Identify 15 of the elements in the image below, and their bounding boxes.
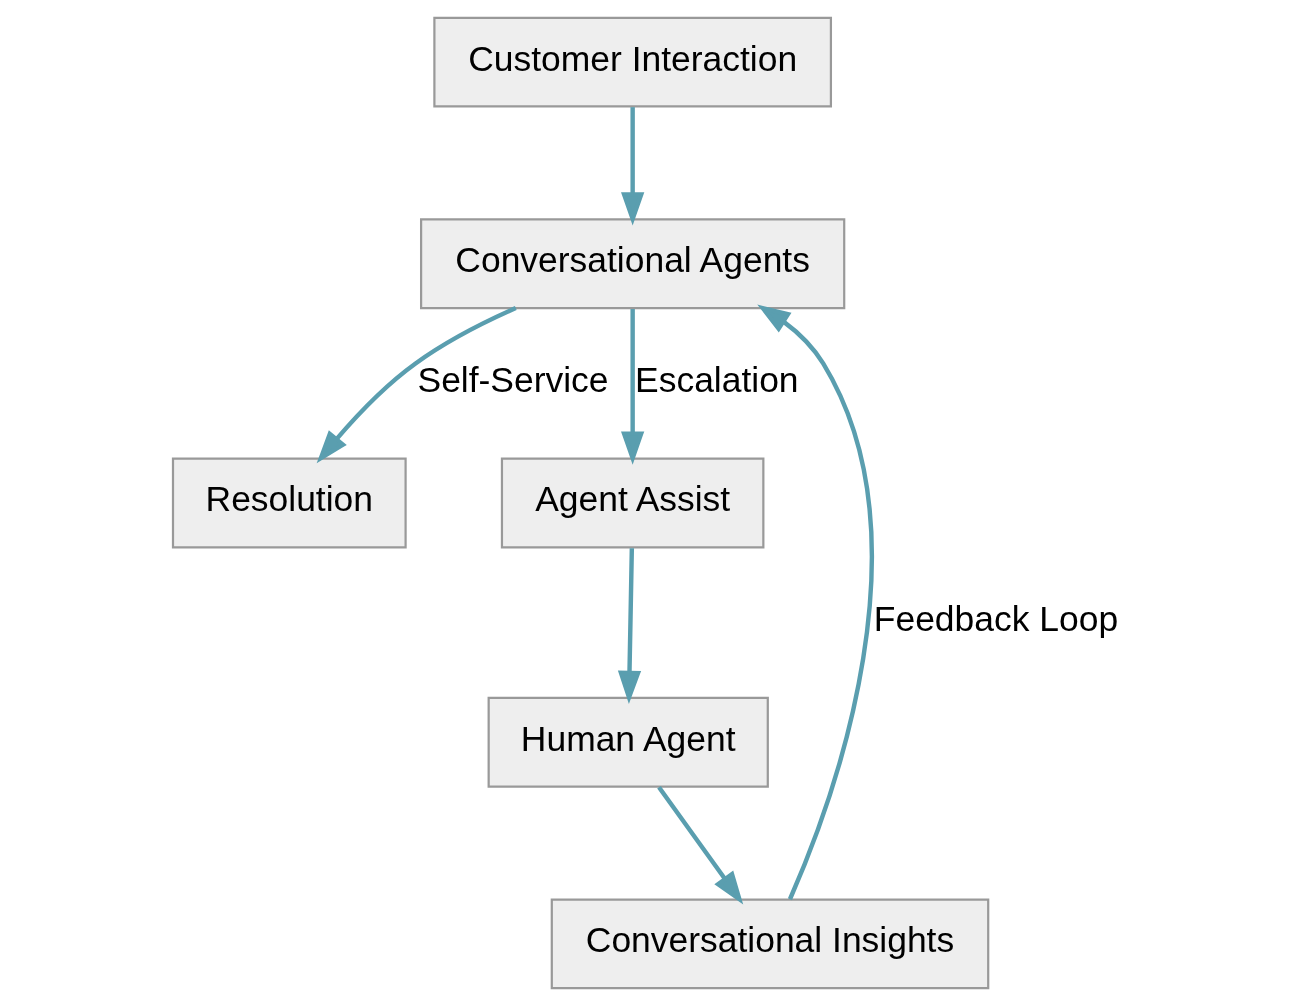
edge-label: Escalation xyxy=(634,359,799,400)
node-box: Resolution xyxy=(171,457,407,548)
edge-label: Self-Service xyxy=(417,359,609,400)
node-box: Agent Assist xyxy=(500,457,764,548)
arrow xyxy=(656,785,743,904)
arrow xyxy=(756,304,874,900)
node-box: Human Agent xyxy=(487,696,769,788)
arrow xyxy=(620,308,644,465)
node-box: Conversational Insights xyxy=(550,897,989,989)
arrow xyxy=(316,305,517,463)
arrow xyxy=(617,547,641,704)
node-box: Conversational Agents xyxy=(419,217,845,309)
arrow xyxy=(620,106,644,226)
edge-label: Feedback Loop xyxy=(873,598,1118,639)
node-box: Customer Interaction xyxy=(432,16,832,108)
